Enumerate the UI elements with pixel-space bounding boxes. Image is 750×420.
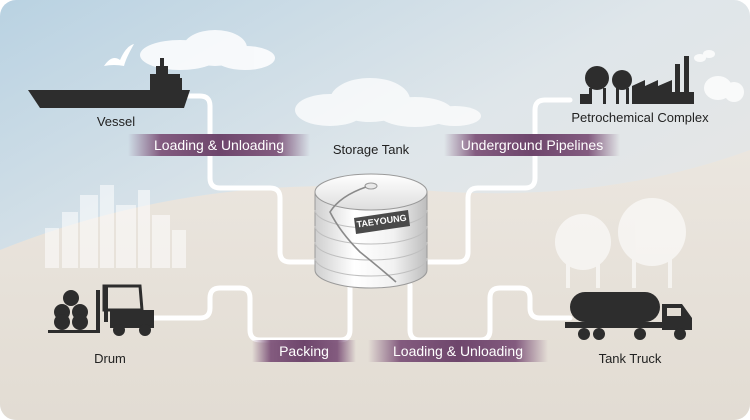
city-skyline-icon: [45, 185, 186, 268]
pipe-vessel: [172, 93, 325, 265]
pipe-petrochemical: [425, 97, 573, 265]
vessel-icon: [28, 58, 190, 108]
cloud-center: [295, 78, 481, 127]
flow-label-vessel-loading: Loading & Unloading: [128, 134, 310, 156]
pipe-network: [147, 93, 573, 343]
drum-label: Drum: [94, 351, 126, 366]
drum-forklift-icon: [48, 284, 154, 336]
tank-truck-icon: [565, 292, 692, 340]
flow-label-packing: Packing: [252, 340, 356, 362]
pipe-drum: [147, 282, 353, 343]
storage-spheres-icon: [555, 198, 686, 288]
pipe-tank-truck: [407, 282, 573, 343]
petrochemical-complex-label: Petrochemical Complex: [571, 110, 709, 125]
factory-smoke-icon: [694, 50, 744, 102]
tank-truck-label: Tank Truck: [598, 351, 662, 366]
bird-icon: [104, 44, 134, 66]
storage-tank-icon: [314, 173, 428, 289]
petrochemical-complex-icon: [580, 56, 694, 104]
flow-label-underground-pipelines: Underground Pipelines: [444, 134, 620, 156]
vessel-label: Vessel: [96, 114, 136, 129]
storage-tank-label: Storage Tank: [332, 142, 410, 157]
flow-label-truck-loading: Loading & Unloading: [368, 340, 548, 362]
